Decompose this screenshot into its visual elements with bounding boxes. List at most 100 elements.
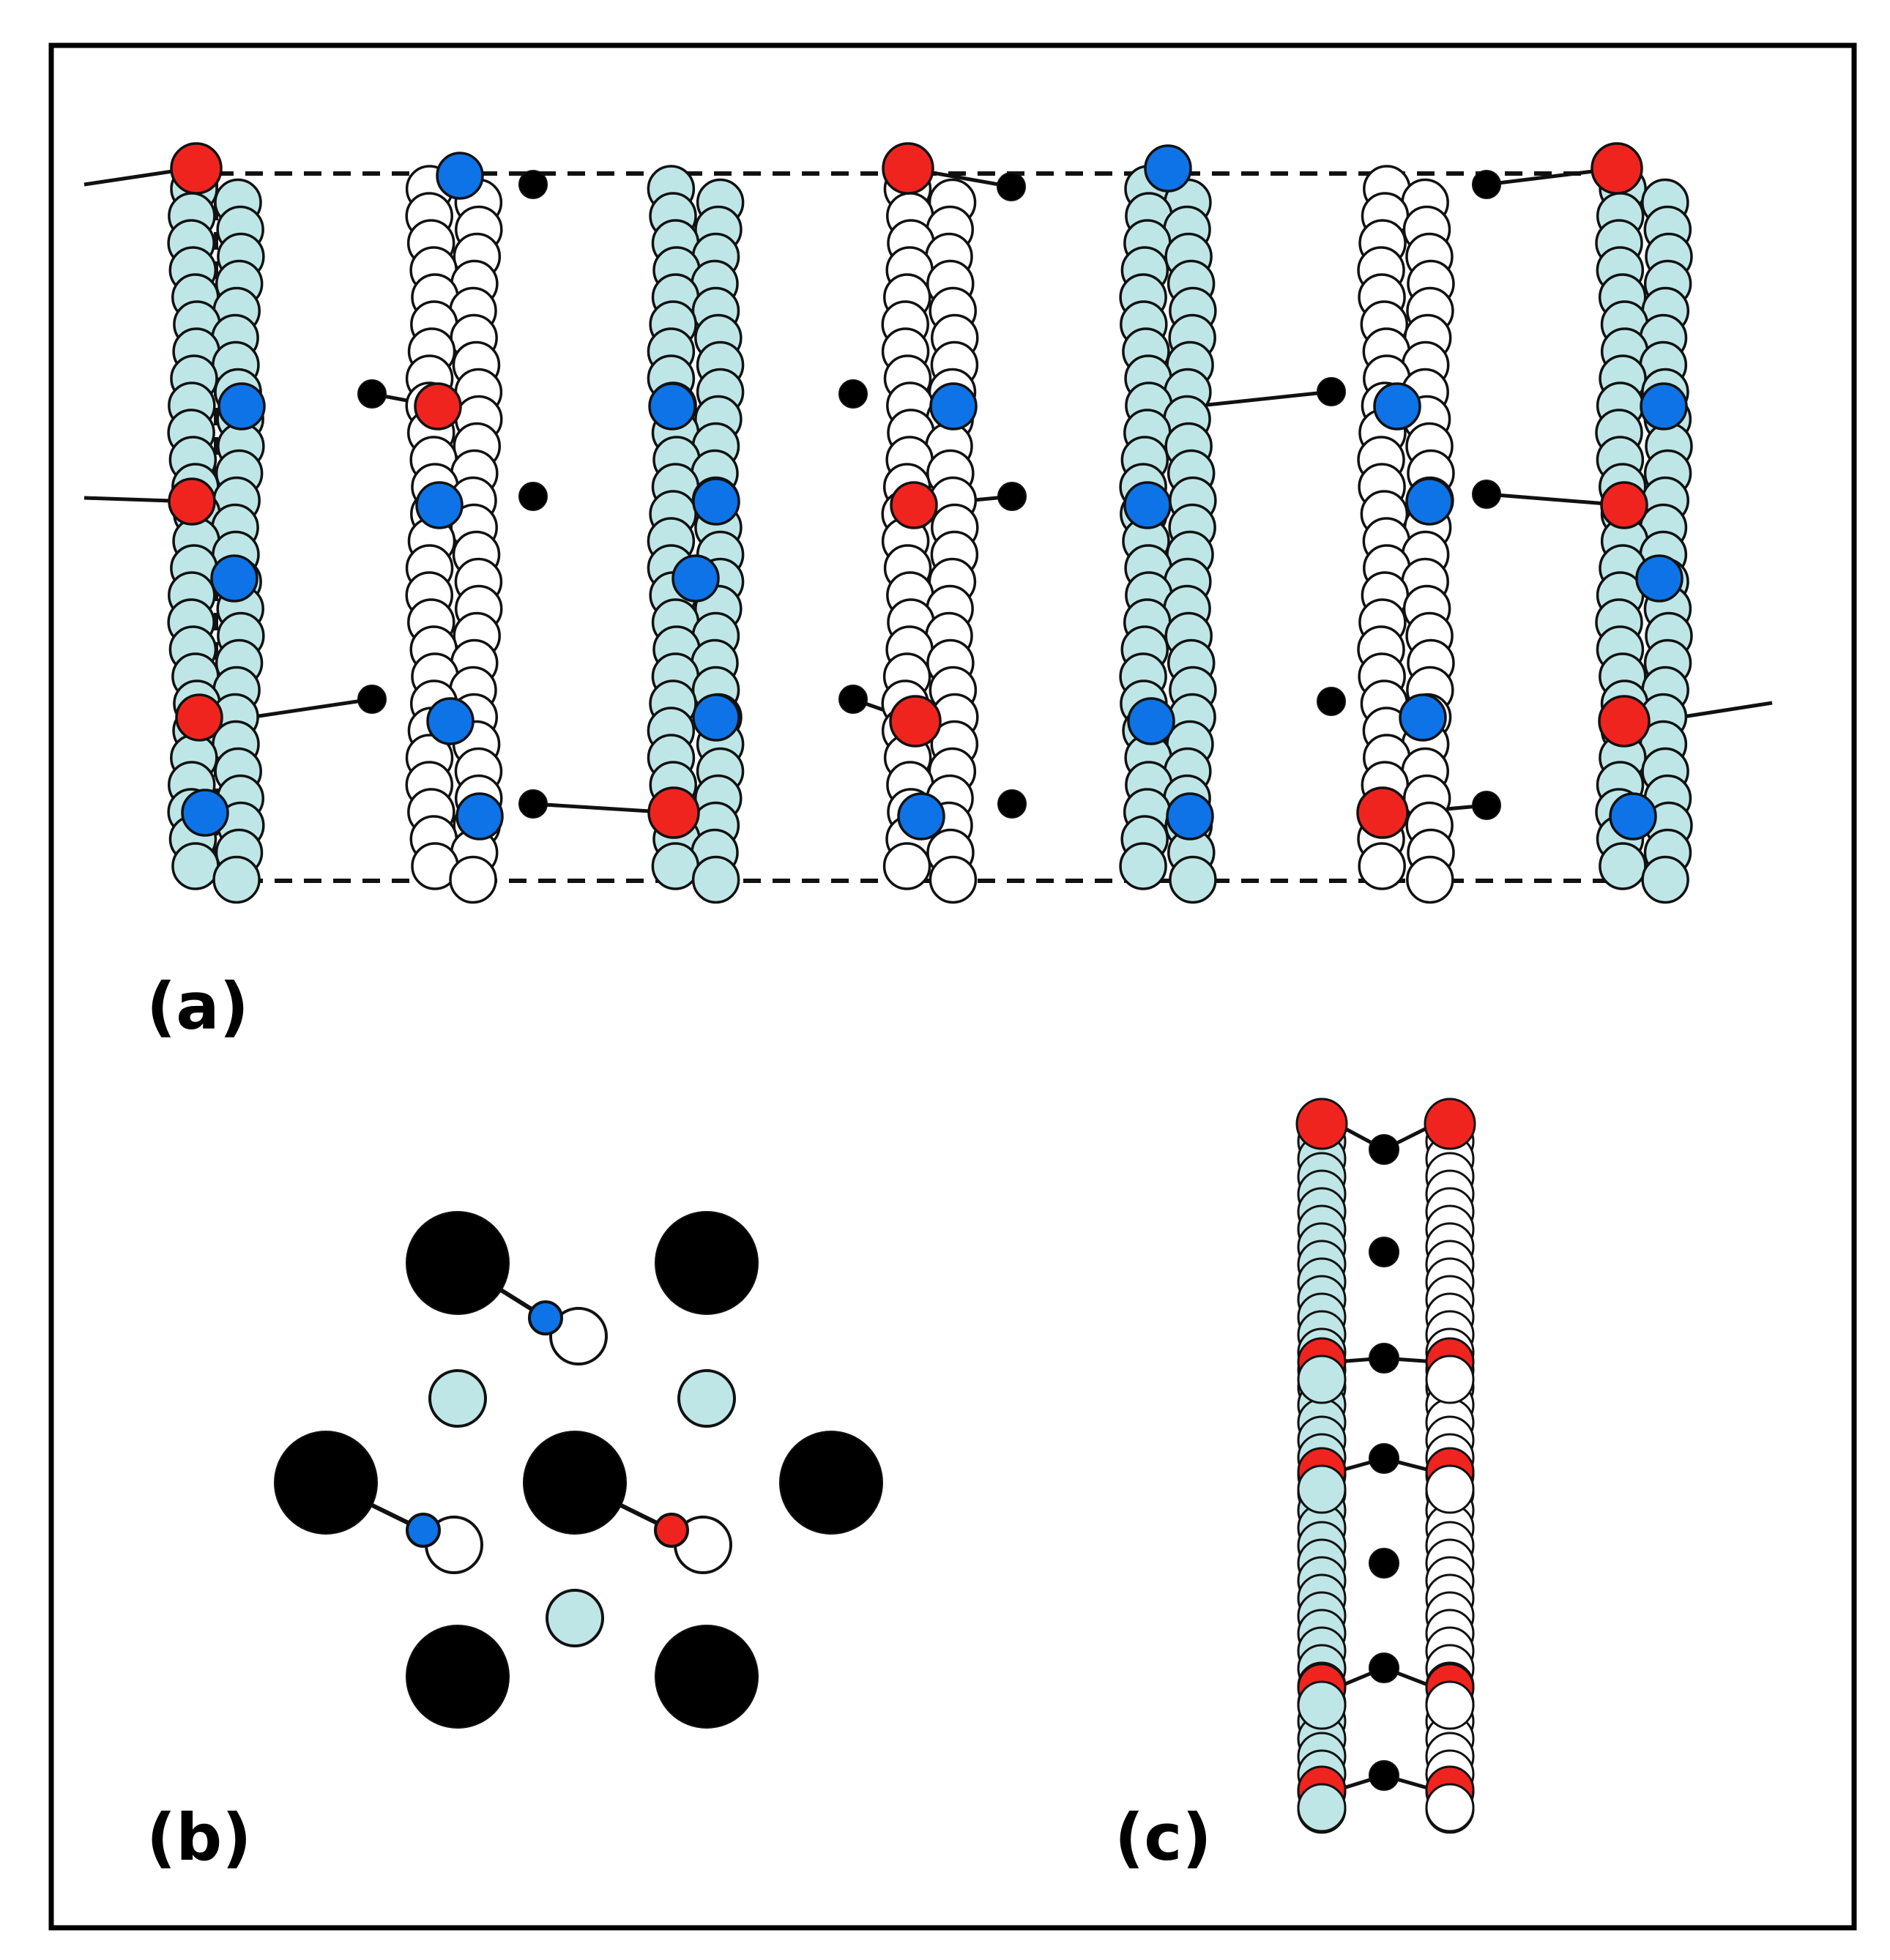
- red-bead: [168, 477, 216, 526]
- strand-bead: [1297, 1783, 1347, 1833]
- strand-bead: [212, 855, 261, 904]
- blue-bead: [1123, 481, 1172, 529]
- blue-bead: [181, 789, 229, 837]
- strand-bead: [1425, 1355, 1475, 1404]
- red-bead: [1598, 695, 1651, 748]
- strand-bead: [1297, 1355, 1347, 1404]
- helix-strands: [167, 142, 1693, 904]
- blue-bead: [1127, 697, 1175, 745]
- panel-a: (a): [83, 142, 1773, 1044]
- red-bead: [414, 382, 462, 431]
- strand-bead: [1169, 855, 1217, 904]
- strand-bead: [691, 855, 740, 904]
- strand-bead: [1297, 1680, 1347, 1730]
- blue-bead: [426, 697, 475, 745]
- blue-bead: [1640, 382, 1688, 431]
- cation: [1472, 480, 1501, 509]
- hexagonal-packing: [274, 1211, 883, 1729]
- panel-a-label: (a): [146, 969, 249, 1044]
- panel-c: (c): [1115, 1098, 1476, 1875]
- strand-pair: [1295, 1098, 1476, 1834]
- cation: [1369, 1134, 1399, 1165]
- cation: [357, 379, 387, 409]
- cation: [1369, 1760, 1399, 1791]
- helix-cross-section: [546, 1589, 604, 1647]
- strand-bead: [1119, 842, 1167, 890]
- ion-bond: [248, 697, 373, 720]
- blue-bead: [210, 554, 258, 603]
- large-cation: [274, 1431, 378, 1535]
- strand-bead: [171, 842, 220, 890]
- cation: [518, 482, 548, 511]
- blue-bead: [1635, 554, 1683, 603]
- blue-bead: [415, 481, 464, 529]
- cation: [1369, 1443, 1399, 1474]
- strand-bead: [1297, 1464, 1347, 1514]
- blue-bead: [1609, 792, 1657, 841]
- strand-bead: [1425, 1680, 1475, 1730]
- ion-bond: [1193, 390, 1332, 409]
- blue-bead: [897, 792, 945, 841]
- blue-bead: [692, 477, 740, 526]
- cation: [1369, 1343, 1399, 1374]
- helix-cross-section: [549, 1307, 608, 1365]
- blue-bead: [1166, 792, 1214, 841]
- cation: [1472, 791, 1501, 820]
- cation: [1369, 1548, 1399, 1579]
- cation: [1317, 687, 1346, 716]
- cation: [1369, 1237, 1399, 1267]
- large-cation: [779, 1431, 883, 1535]
- large-cation: [523, 1431, 627, 1535]
- strand-bead: [929, 855, 978, 904]
- panel-c-label: (c): [1115, 1800, 1212, 1875]
- strand-bead: [1641, 855, 1689, 904]
- red-bead: [1424, 1098, 1476, 1150]
- strand-bead: [651, 842, 700, 890]
- strand-bead: [1425, 1783, 1475, 1833]
- cation: [357, 685, 387, 714]
- panel-b-label: (b): [146, 1800, 251, 1875]
- blue-bead: [671, 554, 720, 603]
- large-cation: [655, 1211, 759, 1315]
- strand-bead: [1599, 842, 1647, 890]
- strand-bead: [1358, 842, 1406, 890]
- cation: [997, 172, 1026, 201]
- strand-bead: [449, 855, 497, 904]
- strand-bead: [1406, 855, 1454, 904]
- red-bead: [1295, 1098, 1348, 1150]
- cation: [1369, 1652, 1399, 1683]
- large-cation: [406, 1625, 510, 1729]
- blue-bead: [528, 1300, 563, 1335]
- cation: [1317, 377, 1346, 406]
- red-bead: [175, 693, 223, 742]
- panel-b: (b): [146, 1211, 883, 1875]
- helix-cross-section: [677, 1369, 736, 1428]
- blue-bead: [217, 382, 266, 431]
- red-bead: [882, 142, 934, 195]
- cation: [997, 789, 1027, 819]
- cations: [357, 170, 1501, 820]
- blue-bead: [1144, 144, 1192, 193]
- blue-bead: [1373, 382, 1421, 431]
- large-cation: [406, 1211, 510, 1315]
- cation: [838, 379, 868, 409]
- cation: [1472, 170, 1501, 199]
- blue-bead: [406, 1513, 441, 1548]
- cation: [518, 789, 548, 819]
- large-cation: [655, 1625, 759, 1729]
- blue-bead: [1399, 693, 1447, 742]
- blue-bead: [929, 382, 978, 431]
- helix-cross-section: [428, 1369, 487, 1428]
- cation: [518, 170, 548, 199]
- red-bead: [1356, 786, 1409, 839]
- strand-bead: [1425, 1464, 1475, 1514]
- blue-bead: [692, 693, 740, 742]
- blue-bead: [455, 792, 504, 841]
- red-bead: [1590, 142, 1643, 195]
- red-bead: [647, 786, 700, 839]
- red-bead: [654, 1513, 689, 1548]
- red-bead: [170, 142, 223, 195]
- cation: [838, 685, 868, 714]
- red-bead: [889, 695, 942, 748]
